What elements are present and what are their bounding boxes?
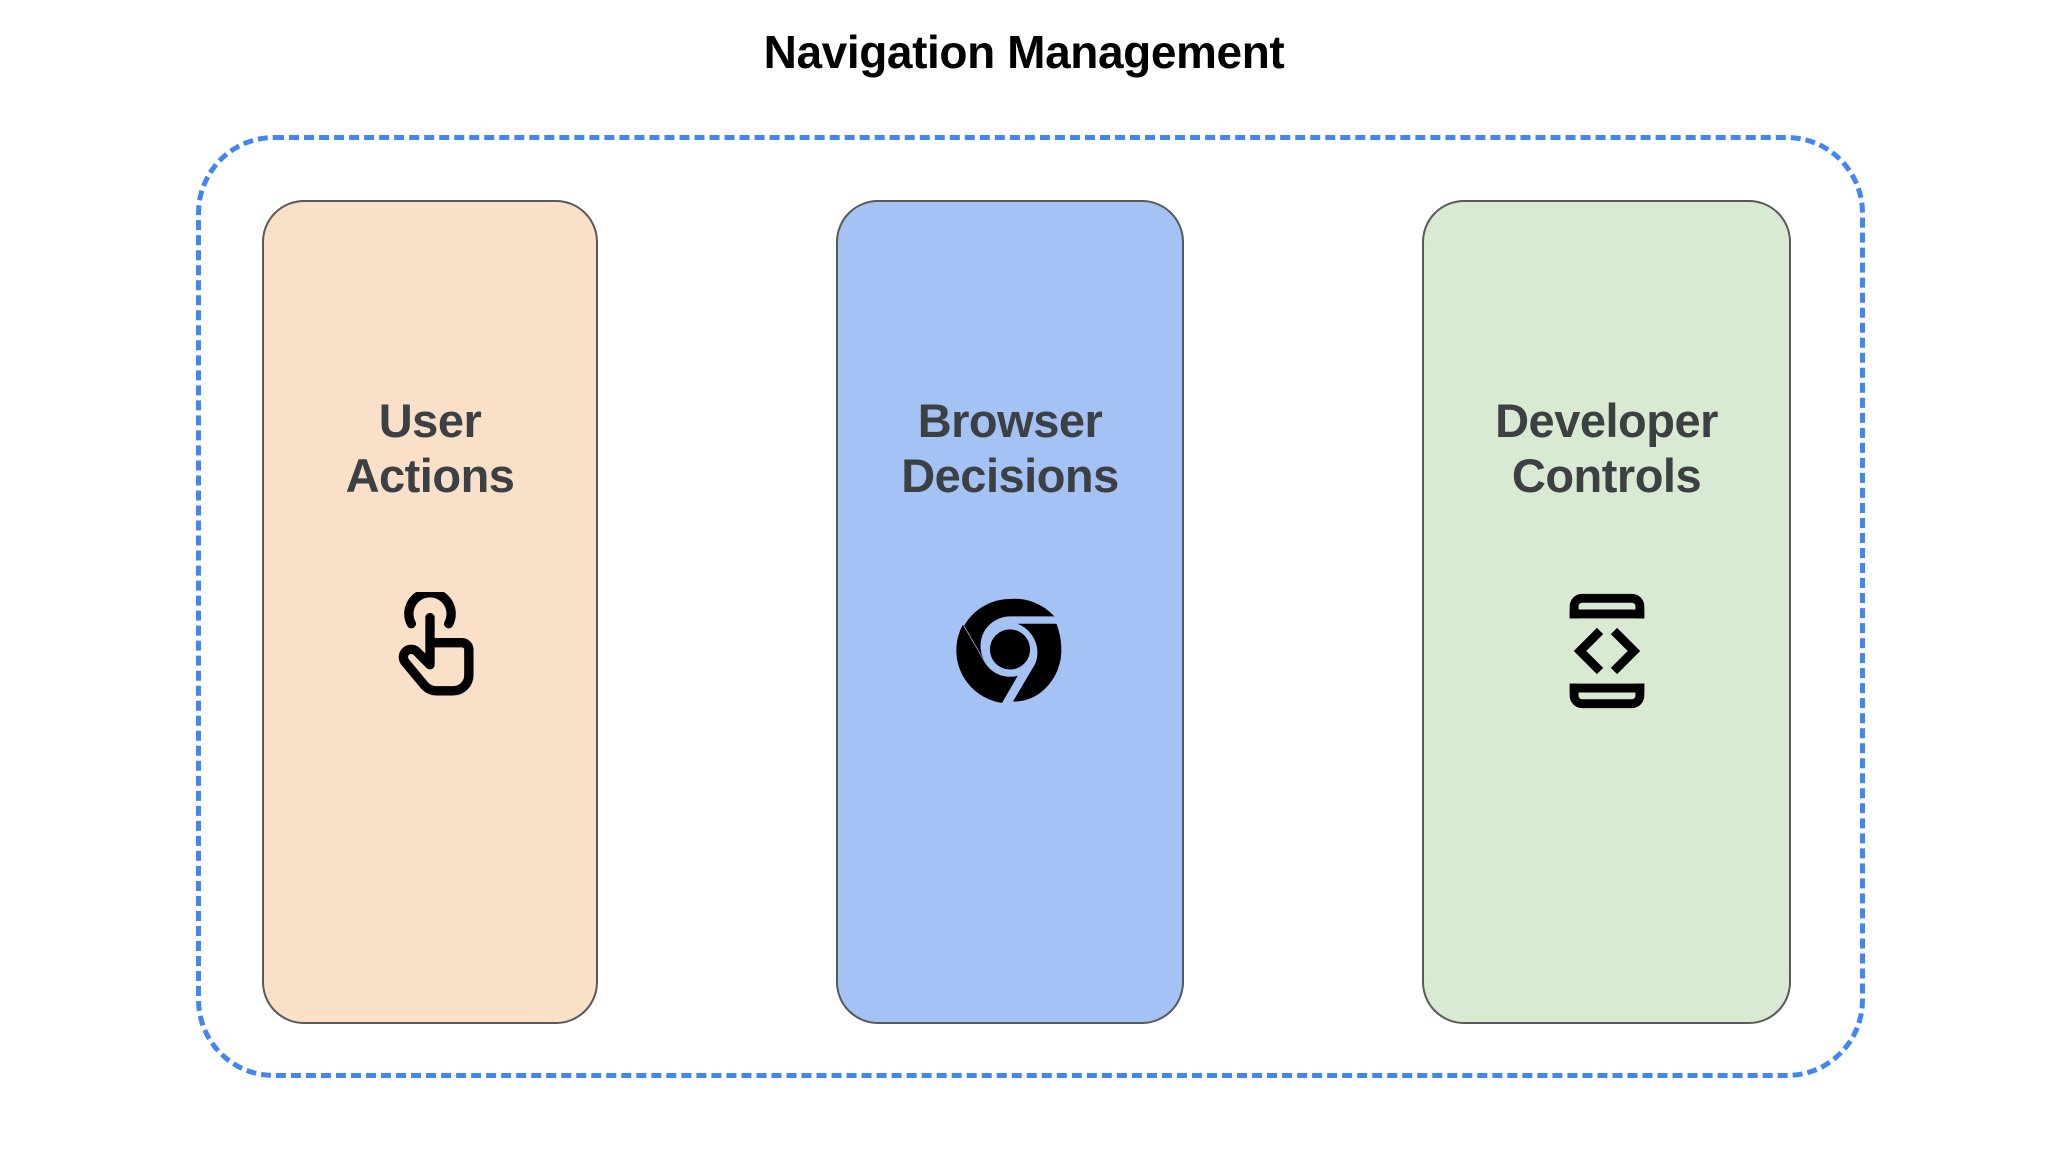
dashed-group-container xyxy=(196,135,1865,1078)
card-label-line-2: Decisions xyxy=(901,448,1119,502)
card-label-line-1: User xyxy=(378,394,482,447)
card-label-developer-controls: Developer Controls xyxy=(1424,394,1789,503)
touch-app-icon xyxy=(264,592,596,710)
card-label-browser-decisions: Browser Decisions xyxy=(838,394,1182,503)
card-label-line-2: Actions xyxy=(345,448,515,502)
card-label-line-2: Controls xyxy=(1511,448,1702,502)
developer-mode-code-icon xyxy=(1424,592,1789,710)
card-user-actions[interactable]: User Actions xyxy=(262,200,598,1024)
card-developer-controls[interactable]: Developer Controls xyxy=(1422,200,1791,1024)
page-title: Navigation Management xyxy=(763,26,1285,78)
card-browser-decisions[interactable]: Browser Decisions xyxy=(836,200,1184,1024)
chrome-logo-icon xyxy=(838,592,1182,704)
card-label-line-1: Developer xyxy=(1495,394,1718,447)
card-label-user-actions: User Actions xyxy=(264,394,596,503)
card-label-line-1: Browser xyxy=(917,394,1103,447)
